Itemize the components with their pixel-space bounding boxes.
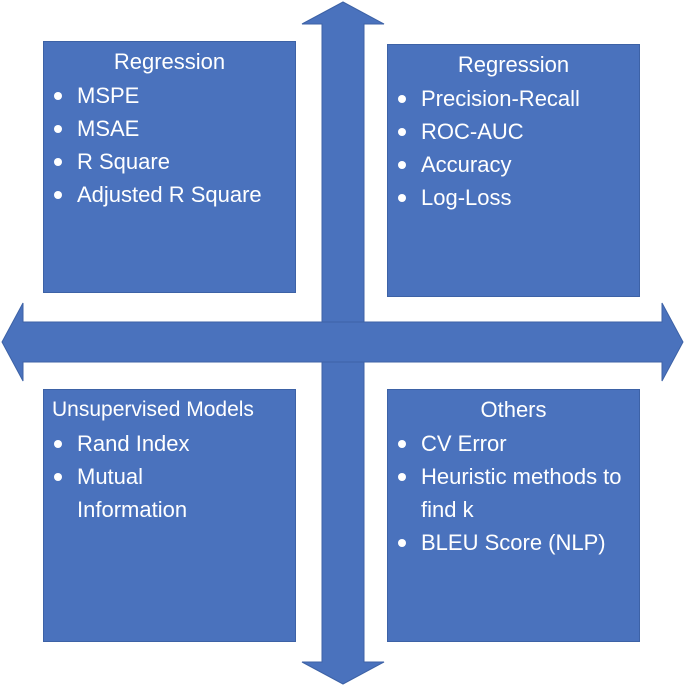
- list-item: Accuracy: [388, 148, 639, 181]
- metric-list: Rand Index Mutual Information: [44, 427, 295, 526]
- quadrant-title: Regression: [457, 52, 570, 77]
- list-item: Precision-Recall: [388, 82, 639, 115]
- list-item: R Square: [44, 145, 295, 178]
- metric-list: CV Error Heuristic methods to find k BLE…: [388, 427, 639, 559]
- list-item: Rand Index: [44, 427, 295, 460]
- list-item: BLEU Score (NLP): [388, 526, 639, 559]
- list-item: Adjusted R Square: [44, 178, 295, 211]
- horizontal-double-arrow: [1, 302, 684, 382]
- quadrant-title: Others: [480, 397, 547, 422]
- metric-list: MSPE MSAE R Square Adjusted R Square: [44, 79, 295, 211]
- quadrant-title: Unsupervised Models: [52, 398, 254, 421]
- list-item: Log-Loss: [388, 181, 639, 214]
- quadrant-top-right: Regression Precision-Recall ROC-AUC Accu…: [387, 44, 640, 297]
- list-item: MSAE: [44, 112, 295, 145]
- list-item: MSPE: [44, 79, 295, 112]
- quadrant-top-left: Regression MSPE MSAE R Square Adjusted R…: [43, 41, 296, 293]
- quadrant-bottom-left: Unsupervised Models Rand Index Mutual In…: [43, 389, 296, 642]
- quadrant-title: Regression: [113, 49, 226, 74]
- metric-list: Precision-Recall ROC-AUC Accuracy Log-Lo…: [388, 82, 639, 214]
- list-item: ROC-AUC: [388, 115, 639, 148]
- list-item: Heuristic methods to find k: [388, 460, 639, 526]
- quadrant-bottom-right: Others CV Error Heuristic methods to fin…: [387, 389, 640, 642]
- list-item: CV Error: [388, 427, 639, 460]
- list-item: Mutual Information: [44, 460, 295, 526]
